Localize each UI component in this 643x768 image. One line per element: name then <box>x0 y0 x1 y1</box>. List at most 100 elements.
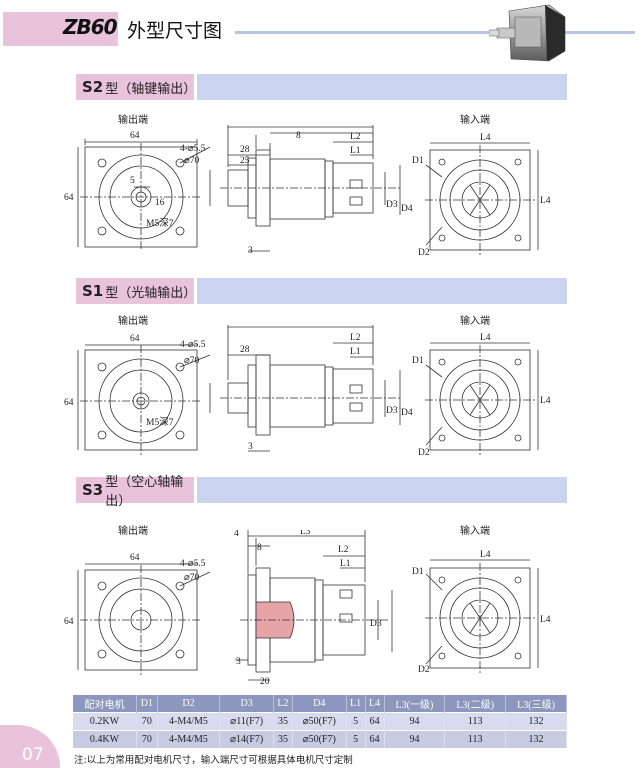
table-cell: 132 <box>505 729 567 748</box>
dim-D1: D1 <box>412 567 424 577</box>
dim-L1: L1 <box>350 146 361 156</box>
col-header: D2 <box>157 695 221 712</box>
dim-L3: L3 <box>318 125 329 128</box>
page-number: 07 <box>22 745 44 765</box>
col-header: L2 <box>273 695 293 712</box>
dim-5: 5 <box>130 176 135 186</box>
table-row: 0.2KW 70 4-M4/M5 ⌀11(F7) 35 ⌀50(F7) 5 64… <box>73 711 567 730</box>
dim-64-v: 64 <box>64 193 74 203</box>
table-cell: 113 <box>444 729 507 748</box>
dim-bolt: 4-⌀5.5 <box>180 340 206 350</box>
dim-m5: M5深7 <box>146 218 174 229</box>
input-end-label: 输入端 <box>460 115 490 126</box>
gearbox-photo <box>489 4 566 62</box>
dim-64: 64 <box>130 553 140 563</box>
dim-64: 64 <box>130 334 140 344</box>
dim-64-v: 64 <box>64 617 74 627</box>
dim-bolt: 4-⌀5.5 <box>180 144 206 154</box>
footnote: 注:以上为常用配对电机尺寸，输入端尺寸可根据具体电机尺寸定制 <box>74 755 353 766</box>
input-end-label: 输入端 <box>460 316 490 327</box>
dim-L2: L2 <box>338 545 349 555</box>
dim-4: 4 <box>234 530 239 539</box>
dim-28: 28 <box>240 345 250 355</box>
header-accent-box <box>3 12 118 46</box>
table-cell: 5 <box>346 711 366 730</box>
table-cell: 4-M4/M5 <box>157 711 221 730</box>
dim-L4-v: L4 <box>540 396 551 406</box>
output-end-label: 输出端 <box>118 526 148 537</box>
table-cell: 94 <box>384 711 446 730</box>
dim-16: 16 <box>155 198 165 208</box>
dim-L4-v: L4 <box>540 196 551 206</box>
header-rule <box>235 31 635 34</box>
dim-L4-v: L4 <box>540 615 551 625</box>
table-cell: 70 <box>136 711 158 730</box>
dim-bolt: 4-⌀5.5 <box>180 559 206 569</box>
dim-L2: L2 <box>350 132 361 142</box>
dim-D4: D4 <box>401 408 413 418</box>
drawing-s1: 64 64 4-⌀5.5 ⌀70 M5深7 32 L3 L2 L1 28 3 D… <box>64 325 551 458</box>
dim-32: 32 <box>238 325 248 328</box>
col-header: D3 <box>219 695 274 712</box>
table-cell: ⌀50(F7) <box>292 729 347 748</box>
dim-D2: D2 <box>418 248 430 258</box>
dim-L4: L4 <box>480 550 491 560</box>
table-cell: 113 <box>444 711 507 730</box>
dim-D3: D3 <box>386 200 398 210</box>
table-cell: 35 <box>273 729 293 748</box>
dim-D2: D2 <box>418 448 430 458</box>
table-cell: 64 <box>365 711 385 730</box>
table-header-row: 配对电机 D1 D2 D3 L2 D4 L1 L4 L3(一级) L3(二级) … <box>73 695 567 712</box>
table-cell: 5 <box>346 729 366 748</box>
dim-3: 3 <box>248 246 253 256</box>
table-row: 0.4KW 70 4-M4/M5 ⌀14(F7) 35 ⌀50(F7) 5 64… <box>73 729 567 748</box>
section-bar <box>197 74 567 100</box>
dim-m5: M5深7 <box>146 417 174 428</box>
dim-phi70: ⌀70 <box>184 356 199 366</box>
table-cell: ⌀50(F7) <box>292 711 347 730</box>
table-cell: 35 <box>273 711 293 730</box>
dim-20: 20 <box>260 677 270 687</box>
col-header: L1 <box>346 695 366 712</box>
dim-L4: L4 <box>480 333 491 343</box>
output-end-label: 输出端 <box>118 115 148 126</box>
dim-D4: D4 <box>401 204 413 214</box>
dim-8: 8 <box>296 131 301 141</box>
drawing-s2: 64 64 4-⌀5.5 ⌀70 5 16 M5深7 32 8 L3 L2 L1… <box>64 125 551 258</box>
col-header: D4 <box>292 695 347 712</box>
dim-25: 25 <box>240 156 250 166</box>
col-header: L3(三级) <box>505 695 567 712</box>
page-number-tab: 07 <box>0 725 60 768</box>
input-end-label: 输入端 <box>460 526 490 537</box>
table-cell: 132 <box>505 711 567 730</box>
table-cell: ⌀11(F7) <box>219 711 274 730</box>
dim-L1: L1 <box>350 347 361 357</box>
dim-L2: L2 <box>350 333 361 343</box>
col-header: L3(二级) <box>444 695 507 712</box>
dim-L1: L1 <box>340 559 351 569</box>
dim-D2: D2 <box>418 665 430 675</box>
dim-3: 3 <box>236 657 241 667</box>
dim-D1: D1 <box>412 156 424 166</box>
dim-D3: D3 <box>386 406 398 416</box>
table-cell: ⌀14(F7) <box>219 729 274 748</box>
dim-28: 28 <box>240 145 250 155</box>
table-cell: 0.4KW <box>73 729 137 748</box>
col-header: L3(一级) <box>384 695 446 712</box>
dim-L3: L3 <box>318 325 329 328</box>
dim-D3: D3 <box>370 619 382 629</box>
col-header: 配对电机 <box>73 695 137 712</box>
dim-D1: D1 <box>412 356 424 366</box>
dim-L3: L3 <box>300 530 311 537</box>
spec-table: 配对电机 D1 D2 D3 L2 D4 L1 L4 L3(一级) L3(二级) … <box>73 695 567 748</box>
table-cell: 94 <box>384 729 446 748</box>
table-cell: 64 <box>365 729 385 748</box>
page-title: 外型尺寸图 <box>127 20 223 42</box>
section-bar <box>197 477 567 503</box>
dim-phi70: ⌀70 <box>184 573 199 583</box>
